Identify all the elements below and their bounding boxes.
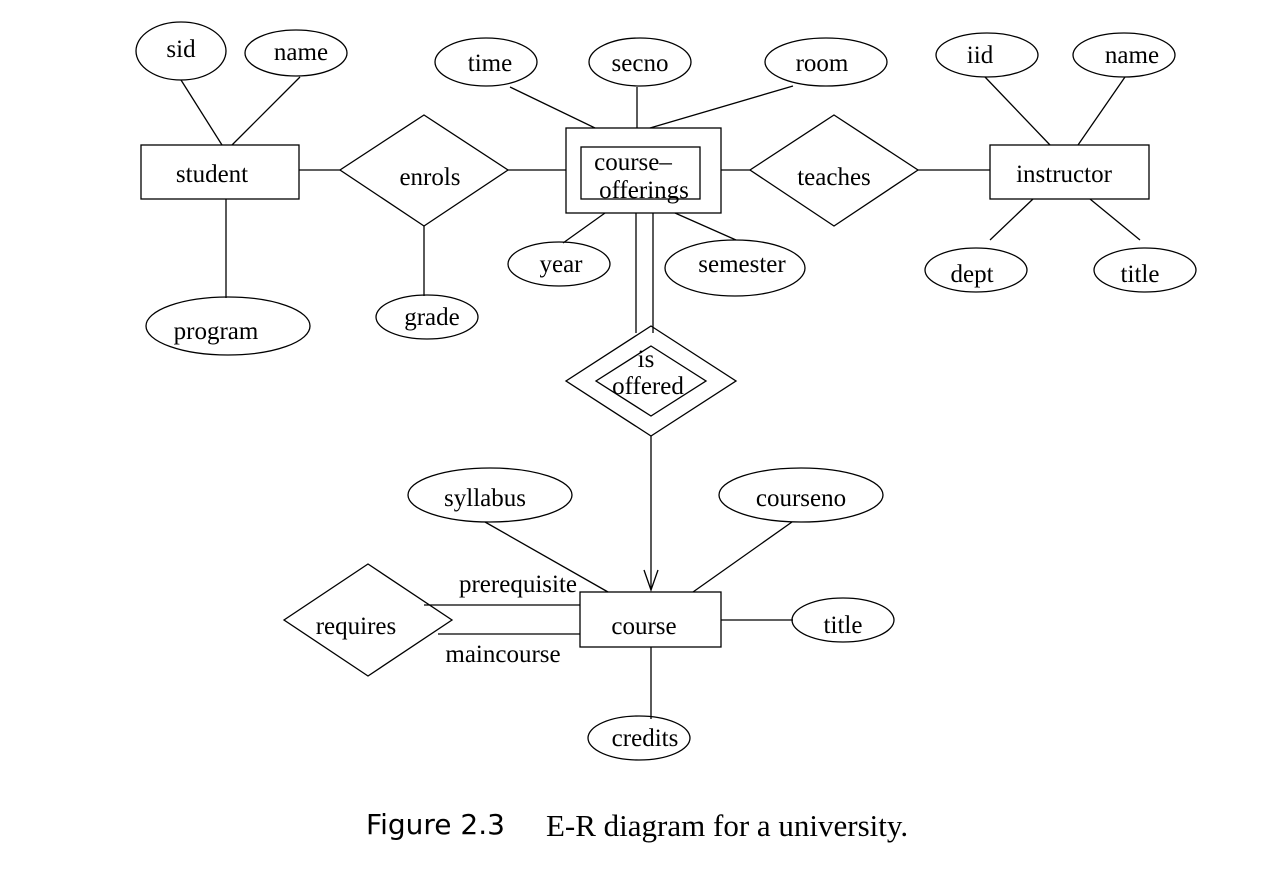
attribute-syllabus-label: syllabus: [444, 485, 526, 512]
attribute-program: program: [145, 296, 311, 356]
attribute-iid-label: iid: [967, 42, 994, 69]
attribute-dept-ellipse: [924, 247, 1028, 293]
attribute-sid-ellipse: [135, 21, 227, 81]
attribute-iid-ellipse: [935, 32, 1039, 78]
line-course-syllabus: [484, 521, 609, 593]
relationship-is-offered: is offered: [564, 325, 738, 437]
attribute-program-ellipse: [145, 296, 311, 356]
attribute-dept: dept: [924, 247, 1028, 293]
relationship-is-offered-label-2: offered: [612, 373, 684, 400]
line-course-courseno: [692, 521, 793, 593]
attribute-sid: sid: [135, 21, 227, 81]
entity-course-offerings-inner-box: [580, 146, 701, 200]
line-offering-year: [562, 212, 606, 244]
attribute-credits: credits: [587, 715, 691, 761]
attribute-sid-label: sid: [166, 36, 196, 63]
line-student-sid: [180, 79, 223, 146]
figure-caption: Figure 2.3 E-R diagram for a university.: [0, 808, 1269, 858]
attribute-year-label: year: [539, 251, 583, 278]
attribute-courseno: courseno: [718, 467, 884, 523]
attribute-grade: grade: [375, 294, 479, 340]
line-offering-room: [649, 85, 794, 129]
relationship-is-offered-outer-diamond: [564, 325, 738, 437]
entity-course-offerings-label-1: course–: [594, 149, 672, 176]
entity-instructor-box: [989, 144, 1150, 200]
relationship-is-offered-inner-diamond: [594, 345, 708, 417]
attribute-semester-label: semester: [698, 251, 786, 278]
entity-instructor-label: instructor: [1016, 161, 1112, 188]
attribute-credits-label: credits: [612, 725, 679, 752]
attribute-secno-label: secno: [612, 50, 669, 77]
attribute-courseno-ellipse: [718, 467, 884, 523]
line-offering-time: [509, 86, 596, 129]
attribute-grade-label: grade: [404, 304, 460, 331]
attribute-student-name-label: name: [274, 39, 328, 66]
attribute-room: room: [764, 37, 888, 87]
attribute-course-title-ellipse: [791, 597, 895, 643]
relationship-requires-diamond: [282, 563, 454, 677]
attribute-secno-ellipse: [588, 37, 692, 87]
attribute-room-label: room: [796, 50, 849, 77]
attribute-courseno-label: courseno: [756, 485, 846, 512]
relationship-enrols-label: enrols: [399, 164, 460, 191]
er-diagram: student course– offerings instructor cou…: [135, 21, 1197, 761]
relationship-is-offered-label-1: is: [638, 346, 655, 373]
attribute-instructor-title: title: [1093, 247, 1197, 293]
relationship-enrols: enrols: [338, 114, 510, 227]
attribute-dept-label: dept: [950, 261, 993, 288]
line-instructor-name: [1077, 76, 1126, 146]
role-prerequisite-label: prerequisite: [459, 571, 577, 598]
relationship-teaches: teaches: [748, 114, 920, 227]
figure-caption-text: E-R diagram for a university.: [546, 808, 909, 843]
attribute-student-name-ellipse: [244, 29, 348, 77]
line-offering-semester: [674, 212, 737, 241]
entity-course-offerings: course– offerings: [565, 127, 722, 214]
attribute-time-label: time: [468, 50, 512, 77]
entity-student: student: [140, 144, 300, 200]
entity-course-label: course: [611, 613, 676, 640]
attribute-instructor-title-ellipse: [1093, 247, 1197, 293]
attribute-credits-ellipse: [587, 715, 691, 761]
attribute-course-title-label: title: [824, 612, 863, 639]
entity-course-box: [579, 591, 722, 648]
role-maincourse-label: maincourse: [445, 641, 560, 668]
line-instructor-dept: [989, 198, 1034, 241]
attribute-instructor-name: name: [1072, 32, 1176, 78]
attribute-syllabus-ellipse: [407, 467, 573, 523]
attribute-semester-ellipse: [664, 239, 806, 297]
attribute-semester: semester: [664, 239, 806, 297]
connector-lines: [180, 76, 1141, 719]
figure-number: Figure 2.3: [366, 808, 505, 841]
attribute-time: time: [434, 37, 538, 87]
attribute-syllabus: syllabus: [407, 467, 573, 523]
attribute-grade-ellipse: [375, 294, 479, 340]
arrowhead-course: [643, 569, 659, 592]
entity-course-offerings-outer-box: [565, 127, 722, 214]
attribute-program-label: program: [174, 318, 259, 345]
attribute-instructor-name-label: name: [1105, 42, 1159, 69]
entity-course: course: [579, 591, 722, 648]
entity-student-label: student: [176, 161, 248, 188]
attribute-iid: iid: [935, 32, 1039, 78]
line-student-name: [231, 76, 301, 146]
line-instructor-title: [1089, 198, 1141, 241]
attribute-year-ellipse: [507, 241, 611, 287]
relationship-enrols-diamond: [338, 114, 510, 227]
attribute-student-name: name: [244, 29, 348, 77]
attribute-year: year: [507, 241, 611, 287]
entity-instructor: instructor: [989, 144, 1150, 200]
attribute-instructor-title-label: title: [1121, 261, 1160, 288]
attribute-course-title: title: [791, 597, 895, 643]
relationship-requires-label: requires: [316, 613, 397, 640]
attribute-time-ellipse: [434, 37, 538, 87]
entity-student-box: [140, 144, 300, 200]
relationship-requires: requires: [282, 563, 454, 677]
attribute-secno: secno: [588, 37, 692, 87]
attribute-instructor-name-ellipse: [1072, 32, 1176, 78]
line-instructor-iid: [984, 76, 1051, 146]
relationship-teaches-diamond: [748, 114, 920, 227]
relationship-teaches-label: teaches: [797, 164, 871, 191]
attribute-room-ellipse: [764, 37, 888, 87]
entity-course-offerings-label-2: offerings: [599, 177, 689, 204]
